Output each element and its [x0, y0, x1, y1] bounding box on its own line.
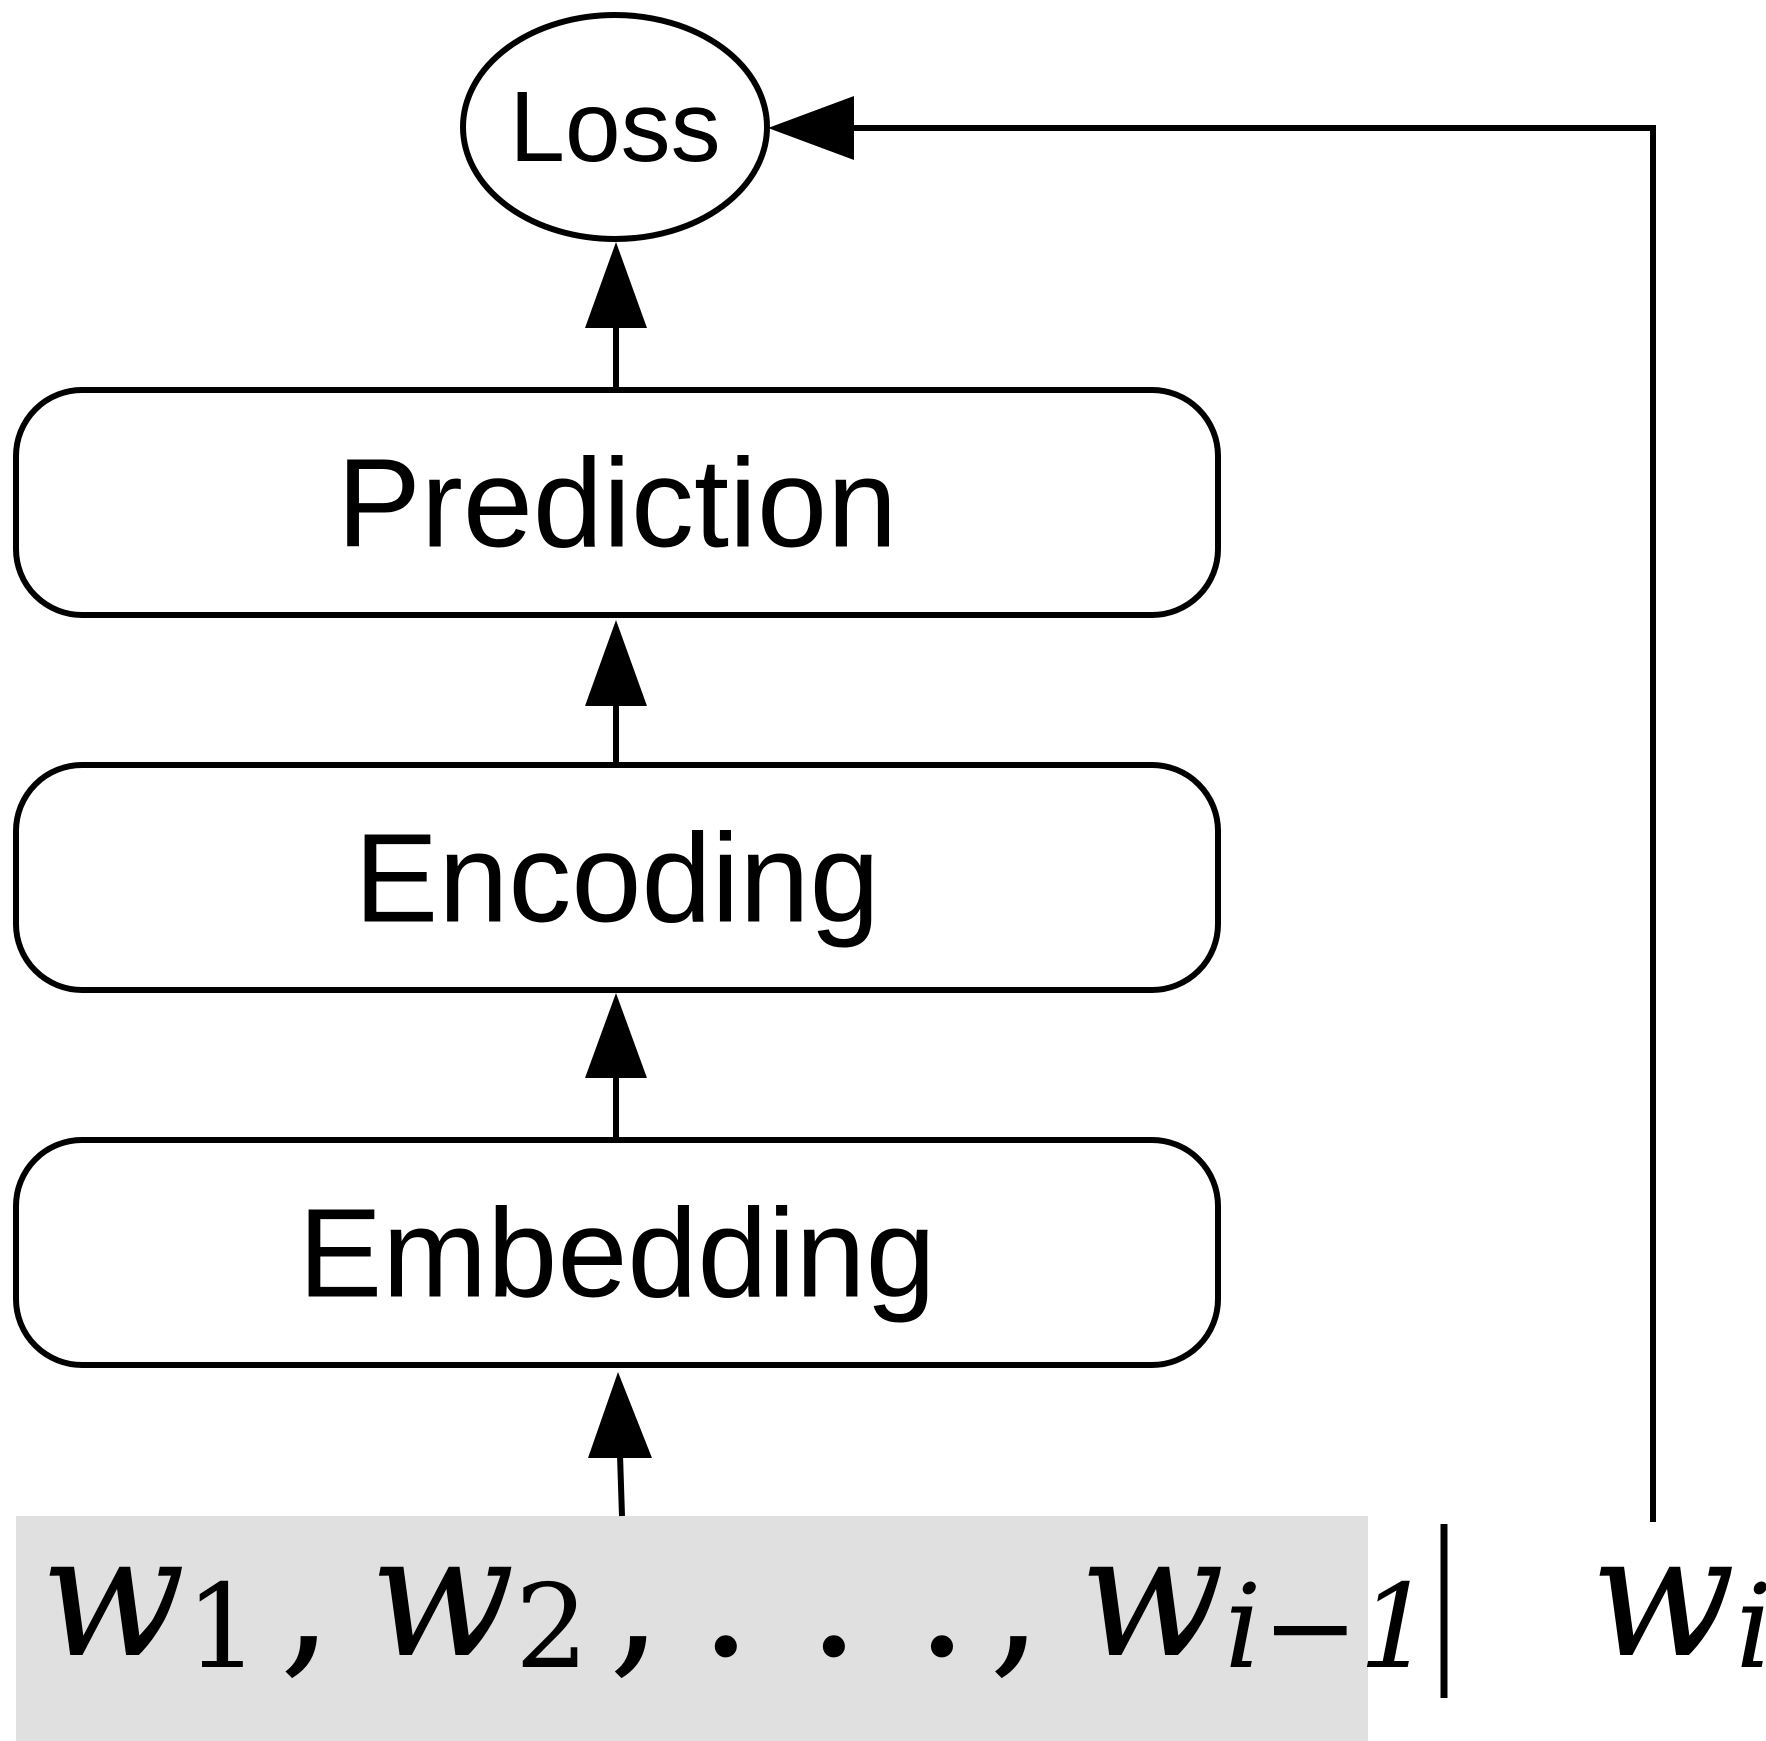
arrow-embedding-to-encoding	[585, 993, 647, 1140]
target-subscript: i	[1736, 1560, 1766, 1695]
comma-2: ,	[609, 1498, 663, 1696]
context-highlight	[16, 1516, 1368, 1741]
embedding-label: Embedding	[298, 1183, 935, 1324]
target-token: wi	[1590, 1498, 1766, 1696]
encoding-node: Encoding	[13, 762, 1221, 993]
encoding-label: Encoding	[354, 808, 879, 949]
embedding-node: Embedding	[13, 1137, 1221, 1368]
comma-1: ,	[279, 1498, 333, 1696]
loss-label: Loss	[509, 71, 720, 183]
token-3-symbol: w	[1079, 1498, 1225, 1696]
context-tokens: w1,w2,. . .,wi−1	[40, 1498, 1433, 1696]
target-symbol: w	[1590, 1498, 1736, 1696]
loss-node: Loss	[460, 12, 770, 242]
ellipsis: . . .	[699, 1498, 969, 1696]
comma-3: ,	[989, 1498, 1043, 1696]
loss-ellipse	[460, 12, 770, 242]
token-2-subscript: 2	[515, 1560, 589, 1695]
arrow-prediction-to-loss	[585, 242, 647, 390]
token-1-subscript: 1	[186, 1560, 260, 1695]
arrow-context-to-embedding	[588, 1372, 652, 1517]
arrow-encoding-to-prediction	[585, 620, 647, 765]
arrow-target-to-loss	[768, 96, 1656, 1522]
prediction-label: Prediction	[337, 433, 897, 574]
prediction-node: Prediction	[13, 387, 1221, 618]
token-2-symbol: w	[369, 1498, 515, 1696]
token-3-subscript: i−1	[1225, 1560, 1433, 1695]
token-1-symbol: w	[40, 1498, 186, 1696]
